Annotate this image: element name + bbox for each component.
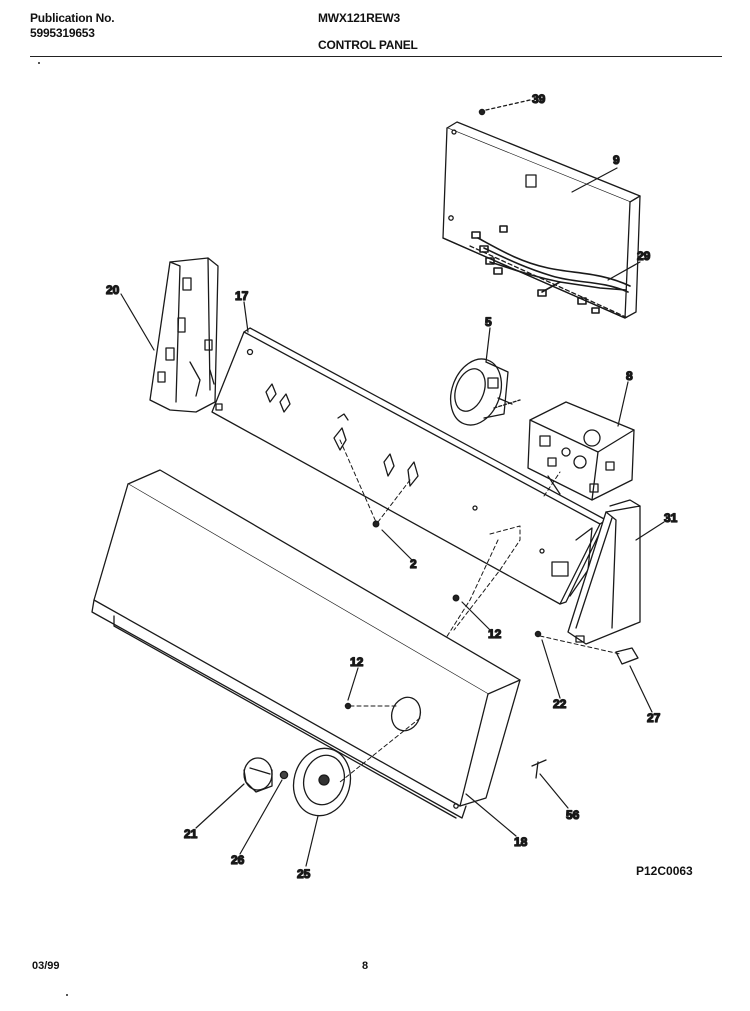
callout-21: 21 xyxy=(184,827,198,841)
leader-lines xyxy=(120,167,665,867)
callout-9: 9 xyxy=(613,153,620,167)
callout-2: 2 xyxy=(410,557,417,571)
part-20-end-bracket xyxy=(149,257,219,413)
part-2-screw xyxy=(372,520,380,528)
part-31-end-cap xyxy=(567,499,641,645)
footer-dot xyxy=(66,994,68,996)
callout-27: 27 xyxy=(647,711,661,725)
callout-8: 8 xyxy=(626,369,633,383)
section-title: CONTROL PANEL xyxy=(318,38,418,52)
header-rule xyxy=(30,56,722,57)
callout-12-lower: 12 xyxy=(350,655,364,669)
part-21-knob xyxy=(243,757,273,793)
part-39-screw xyxy=(478,108,486,116)
figure-code: P12C0063 xyxy=(636,864,693,878)
model-number: MWX121REW3 xyxy=(318,11,401,25)
callout-25: 25 xyxy=(297,867,311,881)
part-12-screw-a xyxy=(452,594,460,602)
callout-26: 26 xyxy=(231,853,245,867)
callout-22: 22 xyxy=(553,697,567,711)
callout-12-upper: 12 xyxy=(488,627,502,641)
callout-56: 56 xyxy=(566,808,580,822)
part-22-screw xyxy=(534,630,542,638)
part-56-screw xyxy=(531,759,547,779)
callout-5: 5 xyxy=(485,315,492,329)
callout-39: 39 xyxy=(532,92,546,106)
publication-label: Publication No. xyxy=(30,11,115,25)
callout-20: 20 xyxy=(106,283,120,297)
assembly-guides xyxy=(339,439,621,783)
part-29-wire-harness xyxy=(471,225,631,314)
footer-date: 03/99 xyxy=(32,960,60,972)
callout-31: 31 xyxy=(664,511,678,525)
part-26-clip xyxy=(279,770,289,780)
part-27-clip xyxy=(615,647,639,665)
part-18-console-housing xyxy=(91,469,521,819)
part-8-control-module xyxy=(527,401,635,501)
header-dot xyxy=(38,62,40,64)
part-25-dial-skirt xyxy=(292,747,352,817)
part-5-timer xyxy=(449,358,521,426)
callout-18: 18 xyxy=(514,835,528,849)
footer-page: 8 xyxy=(362,960,369,972)
callout-29: 29 xyxy=(637,249,651,263)
callout-17: 17 xyxy=(235,289,249,303)
publication-number: 5995319653 xyxy=(30,26,95,40)
